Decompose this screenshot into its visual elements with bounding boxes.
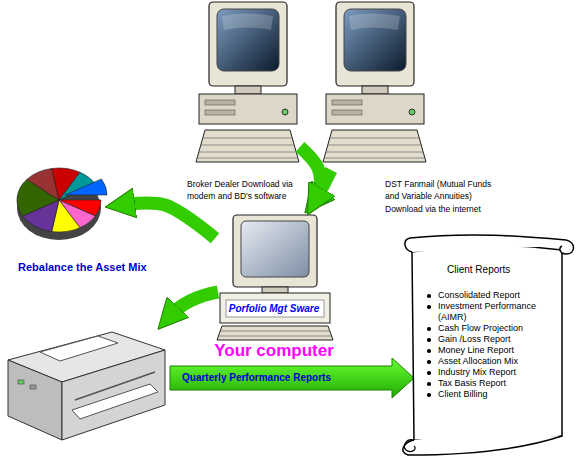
asset-mix-pie: Rebalance the Asset Mix [15, 166, 105, 242]
text-column: Client ReportsConsolidated ReportInvestm… [398, 236, 576, 400]
scroll-roll [403, 436, 562, 455]
printer-side [8, 360, 62, 440]
flow-arrow [123, 203, 215, 238]
list-item: Cash Flow Projection [425, 323, 566, 334]
list-item: Money Line Report [425, 345, 566, 356]
list-item: Tax Basis Report [425, 378, 566, 389]
computer-caption: Your computer [200, 341, 348, 361]
keyboard-keys [219, 331, 331, 336]
list-item: Industry Mix Report [425, 367, 566, 378]
scroll-roll [405, 235, 574, 254]
client-reports-scroll: Client ReportsConsolidated ReportInvestm… [398, 236, 576, 454]
list-item: Investment Performance (AIMR) [425, 301, 566, 323]
computer-illustration [323, 2, 426, 162]
list-item: Asset Allocation Mix [425, 356, 566, 367]
list-item: Client Billing [425, 389, 566, 400]
printer-front [62, 350, 165, 440]
download-caption: DST Fanmail (Mutual Funds and Variable A… [385, 178, 503, 215]
download-caption: Broker Dealer Download via modem and BD'… [187, 178, 317, 203]
monitor-neck [262, 287, 288, 293]
your-computer: Porfolio Mgt SwareYour computer [215, 215, 333, 340]
broker-computer: Broker Dealer Download via modem and BD'… [195, 0, 300, 170]
connector-group [123, 147, 331, 238]
printer-button [18, 380, 24, 384]
report-arrow [170, 358, 414, 398]
monitor-screen [241, 221, 309, 277]
printer-paper [40, 336, 118, 361]
list-item: Gain /Loss Report [425, 334, 566, 345]
list-heading: Client Reports [447, 264, 566, 276]
print-arrow [170, 292, 218, 316]
software-name: Porfolio Mgt Sware [219, 303, 329, 315]
pie-slice [65, 179, 107, 195]
flow-arrow [316, 170, 331, 199]
keyboard [217, 326, 333, 340]
computer-illustration [196, 2, 299, 162]
monitor-body [233, 215, 317, 287]
list-item: Consolidated Report [425, 290, 566, 301]
computer-case [220, 293, 330, 323]
scroll-curl [404, 440, 415, 452]
pie-caption: Rebalance the Asset Mix [18, 261, 193, 274]
printer-button [30, 385, 36, 389]
fanmail-computer: DST Fanmail (Mutual Funds and Variable A… [322, 0, 427, 170]
scroll-sheet [412, 245, 562, 443]
arrow-label: Quarterly Performance Reports [182, 372, 387, 384]
printer-output-paper [72, 384, 158, 419]
